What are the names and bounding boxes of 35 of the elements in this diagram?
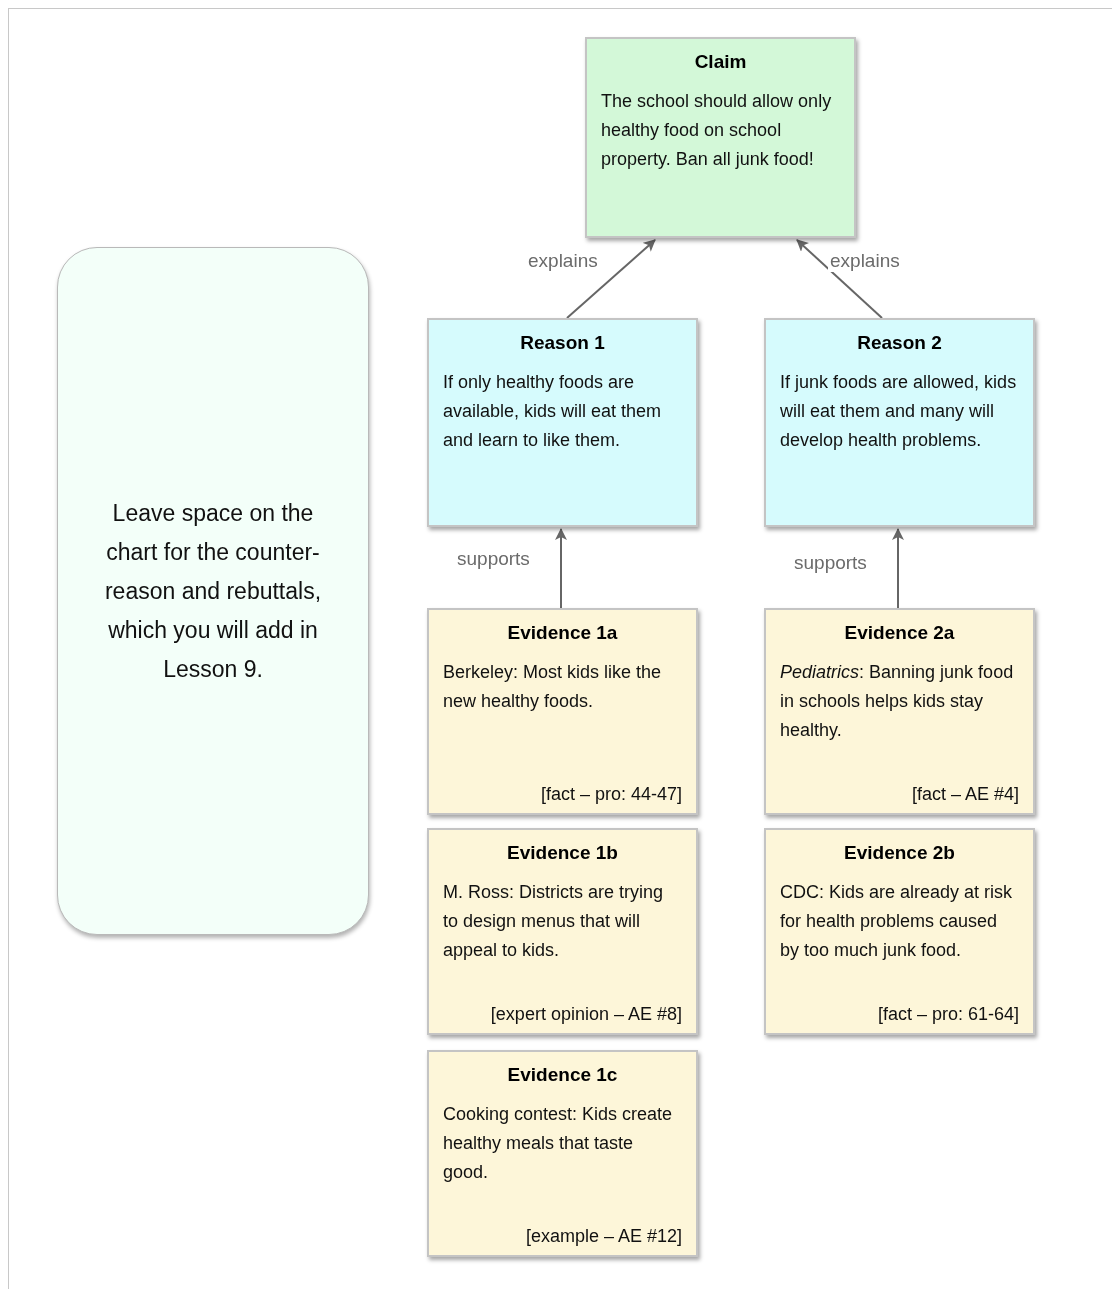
arrow: [566, 239, 656, 319]
box-text: M. Ross: Districts are trying to design menus that will appeal to kids.: [443, 881, 665, 962]
box-heading: Evidence 1c: [506, 1064, 619, 1086]
box-heading: Claim: [693, 51, 748, 73]
box-text: Pediatrics: Banning junk food in schools helps kids stay healthy.: [780, 661, 1015, 742]
source-note: [expert opinion – AE #8]: [490, 1004, 682, 1025]
source-note: [fact – pro: 44-47]: [540, 784, 682, 805]
box-heading: Evidence 2b: [843, 842, 956, 864]
source-note: [fact – pro: 61-64]: [877, 1004, 1019, 1025]
box-heading: Reason 2: [856, 332, 943, 354]
source-note: [fact – AE #4]: [911, 784, 1019, 805]
box-text: CDC: Kids are already at risk for health problems caused by too much junk food.: [780, 881, 1014, 962]
arrow: [892, 528, 904, 609]
reason-box: [764, 318, 1035, 527]
box-heading: Evidence 1b: [506, 842, 619, 864]
box-heading: Evidence 2a: [843, 622, 956, 644]
evidence-box: [427, 828, 698, 1035]
source-note: [example – AE #12]: [525, 1226, 682, 1247]
box-heading: Reason 1: [519, 332, 606, 354]
note-box: [57, 247, 369, 935]
evidence-box: [764, 828, 1035, 1035]
claim-box: [585, 37, 856, 238]
box-text: If only healthy foods are available, kids will eat them and learn to like them.: [443, 371, 663, 452]
reason-box: [427, 318, 698, 527]
evidence-box: [427, 1050, 698, 1257]
box-text: The school should allow only healthy food on school property. Ban all junk food!: [601, 90, 833, 171]
box-text: If junk foods are allowed, kids will eat them and many will develop health problems.: [780, 371, 1018, 452]
box-text: Cooking contest: Kids create healthy meals that taste good.: [443, 1103, 674, 1184]
arrow: [555, 528, 567, 609]
evidence-box: [764, 608, 1035, 815]
note-text: Leave space on the chart for the counter-reason and rebuttals, which you will add in Lesson 9.: [103, 498, 323, 684]
box-heading: Evidence 1a: [506, 622, 619, 644]
arrow: [796, 239, 883, 319]
box-text: Berkeley: Most kids like the new healthy foods.: [443, 661, 663, 713]
evidence-box: [427, 608, 698, 815]
